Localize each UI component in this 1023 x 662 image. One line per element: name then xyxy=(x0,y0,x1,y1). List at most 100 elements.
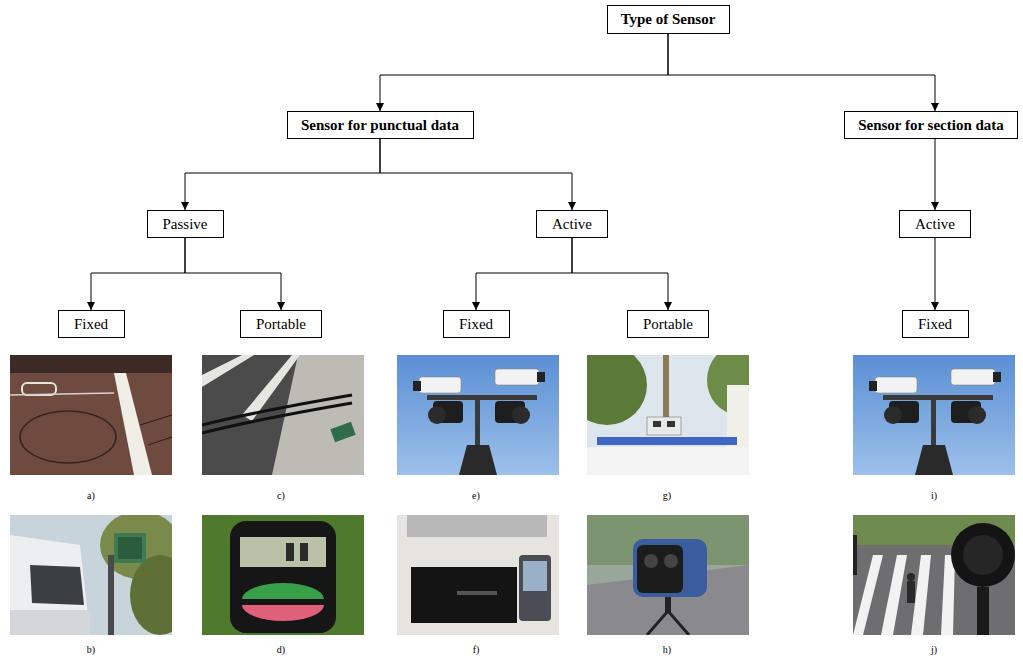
hand-counter-photo xyxy=(240,537,326,567)
panel-letter: b) xyxy=(87,644,95,656)
vehicle-camera-photo xyxy=(647,417,681,435)
panel-letter: d) xyxy=(277,644,285,656)
pedestrian-sensor-photo xyxy=(963,535,1003,575)
fixed-camera-photo xyxy=(397,355,559,475)
vehicle-camera-photo xyxy=(667,421,675,427)
class-box: Portable xyxy=(627,310,709,338)
truck-sensor-photo xyxy=(118,537,142,559)
class-box: Fixed xyxy=(58,310,125,338)
pedestrian-sensor-photo xyxy=(853,535,857,575)
node-label: Portable xyxy=(643,316,693,333)
hand-counter-photo xyxy=(230,521,336,633)
pedestrian-sensor-photo xyxy=(977,587,989,635)
node-label: Fixed xyxy=(74,316,108,333)
induction-loop-photo xyxy=(10,355,172,475)
portable-radar-photo xyxy=(647,611,668,635)
node-label: Passive xyxy=(163,216,208,233)
pneumatic-tube-photo xyxy=(202,355,254,387)
class-box: Fixed xyxy=(443,310,510,338)
induction-loop-photo xyxy=(22,383,56,395)
category-box: Sensor for punctual data xyxy=(287,111,474,139)
truck-sensor-photo xyxy=(30,565,84,605)
induction-loop-photo xyxy=(20,411,116,463)
panel-letter: e) xyxy=(472,490,480,502)
vehicle-camera-photo xyxy=(597,437,737,445)
hand-counter-photo xyxy=(242,605,324,621)
category-box: Sensor for section data xyxy=(844,111,1018,139)
hand-counter-photo xyxy=(300,543,308,561)
pedestrian-sensor-photo xyxy=(853,515,1015,635)
panel-letter: a) xyxy=(87,490,95,502)
panel-letter: h) xyxy=(663,644,671,656)
portable-radar-photo xyxy=(587,515,749,635)
node-label: Active xyxy=(552,216,592,233)
truck-sensor-photo xyxy=(108,555,114,635)
pedestrian-sensor-photo xyxy=(853,515,1015,635)
tree-connector xyxy=(935,139,936,210)
pedestrian-sensor-photo xyxy=(951,523,1015,587)
bluetooth-station-photo xyxy=(411,567,517,623)
vehicle-camera-photo xyxy=(663,355,669,425)
truck-sensor-photo xyxy=(130,555,190,635)
tree-connector xyxy=(185,139,380,210)
node-label: Type of Sensor xyxy=(621,11,716,28)
pedestrian-sensor-photo xyxy=(907,581,915,603)
fixed-camera-photo xyxy=(853,355,1015,475)
panel-letter: f) xyxy=(473,644,480,656)
pneumatic-tube-photo xyxy=(330,422,355,443)
bluetooth-station-photo xyxy=(523,561,547,591)
portable-radar-photo xyxy=(637,545,683,593)
pedestrian-sensor-photo xyxy=(941,555,955,635)
tree-connector xyxy=(91,238,185,310)
bluetooth-station-photo xyxy=(407,515,547,537)
truck-sensor-photo xyxy=(10,535,90,635)
portable-radar-photo xyxy=(664,554,678,568)
bluetooth-station-photo xyxy=(397,515,559,635)
tree-connector xyxy=(935,238,936,310)
node-label: Fixed xyxy=(918,316,952,333)
hand-counter-photo xyxy=(242,583,324,599)
induction-loop-photo xyxy=(10,393,114,395)
class-box: Fixed xyxy=(902,310,969,338)
portable-radar-photo xyxy=(668,611,689,635)
portable-radar-photo xyxy=(633,539,707,597)
induction-loop-photo xyxy=(148,437,172,445)
portable-radar-photo xyxy=(665,597,671,613)
class-box: Active xyxy=(536,210,608,238)
pedestrian-sensor-photo xyxy=(853,555,883,635)
induction-loop-photo xyxy=(10,355,172,475)
panel-letter: j) xyxy=(931,644,937,656)
pneumatic-tube-photo xyxy=(202,355,364,475)
pedestrian-sensor-photo xyxy=(907,573,915,581)
pedestrian-sensor-photo xyxy=(881,555,907,635)
class-box: Active xyxy=(899,210,971,238)
tree-connector xyxy=(380,139,572,210)
tree-connector xyxy=(572,238,668,310)
induction-loop-photo xyxy=(140,415,172,425)
vehicle-camera-photo xyxy=(567,345,647,425)
hand-counter-photo xyxy=(202,515,364,635)
bluetooth-station-photo xyxy=(397,515,559,635)
panel-letter: i) xyxy=(931,490,937,502)
truck-sensor-photo xyxy=(10,610,90,635)
class-box: Passive xyxy=(147,210,224,238)
vehicle-camera-photo xyxy=(653,421,661,427)
class-box: Portable xyxy=(240,310,322,338)
node-label: Sensor for punctual data xyxy=(301,117,459,134)
tree-connector xyxy=(380,34,668,111)
vehicle-camera-photo xyxy=(587,447,749,475)
induction-loop-photo xyxy=(10,355,172,373)
tree-connector xyxy=(668,34,935,111)
pneumatic-tube-photo xyxy=(202,403,352,433)
tree-connector xyxy=(476,238,572,310)
node-label: Portable xyxy=(256,316,306,333)
fixed-camera-photo xyxy=(853,355,1015,475)
node-label: Sensor for section data xyxy=(858,117,1004,134)
truck-sensor-photo xyxy=(114,533,146,563)
portable-radar-photo xyxy=(644,554,658,568)
tree-connector xyxy=(185,238,281,310)
panel-letter: g) xyxy=(663,490,671,502)
panel-letter: c) xyxy=(277,490,285,502)
